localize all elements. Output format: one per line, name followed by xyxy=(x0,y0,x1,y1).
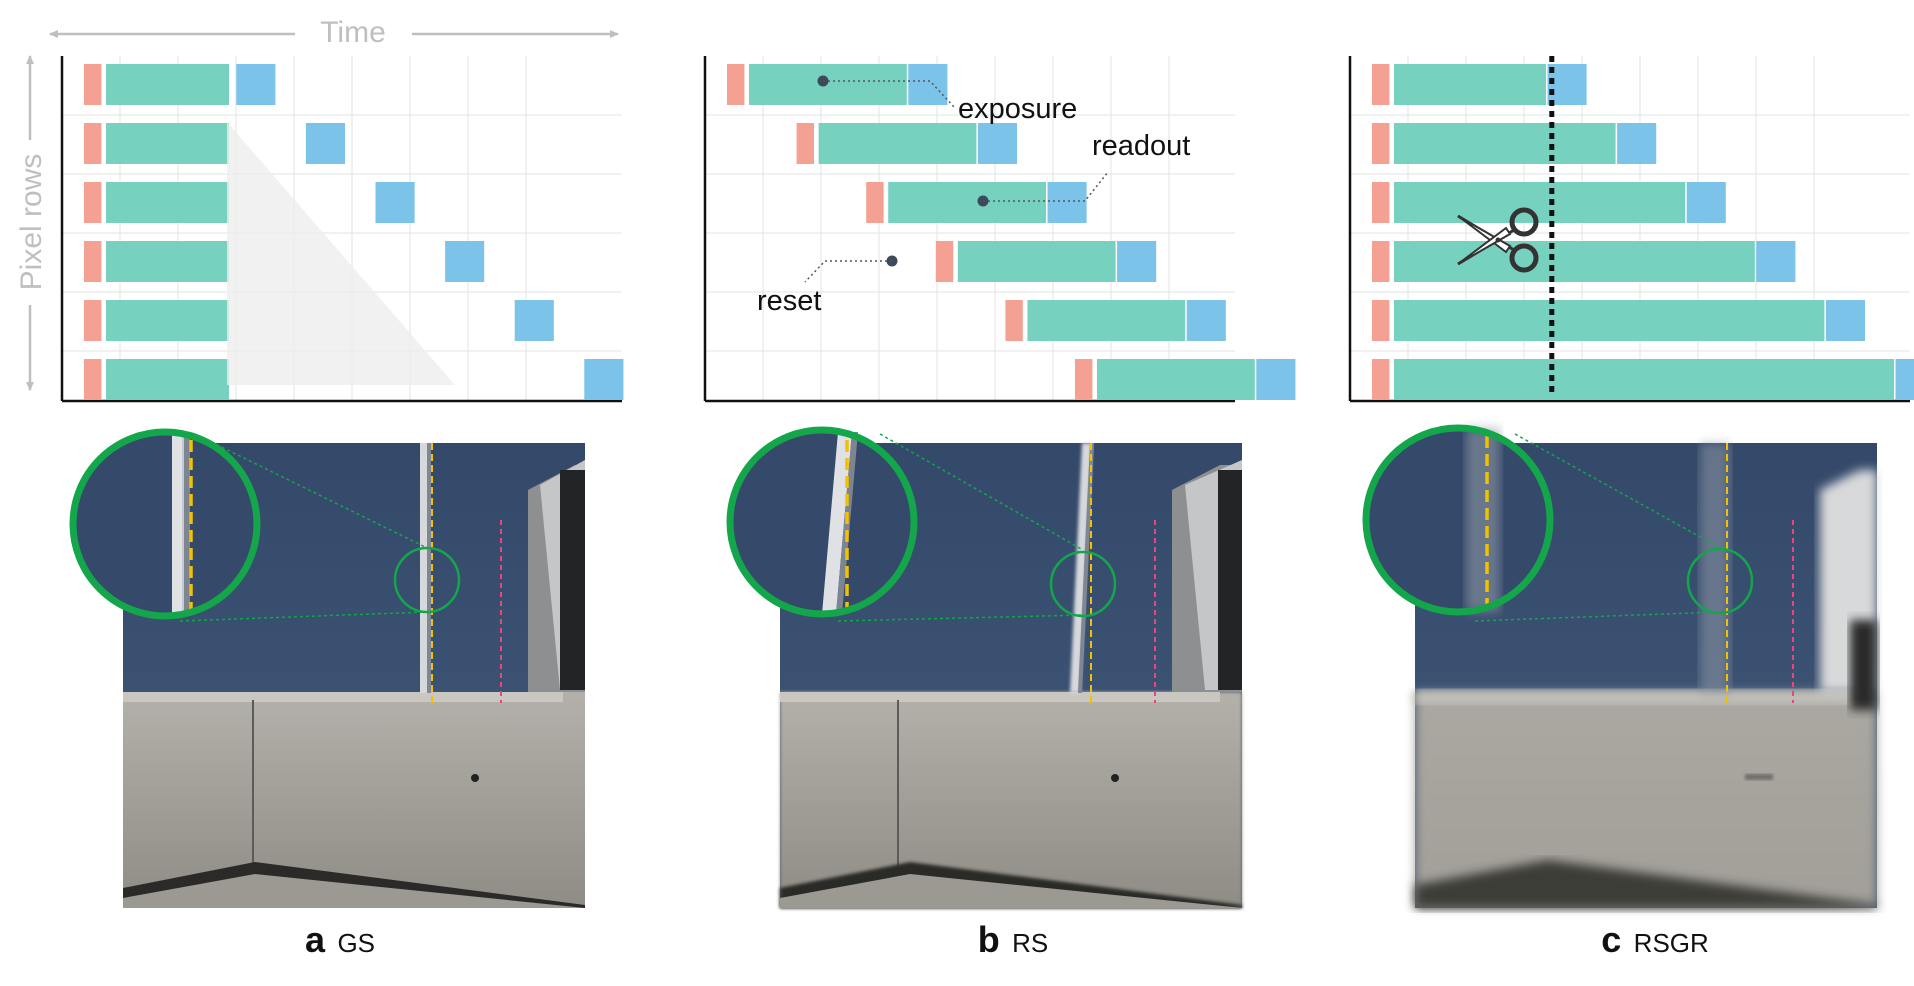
scissors-icon xyxy=(1457,207,1539,273)
readout-block xyxy=(1825,300,1865,341)
reset-block xyxy=(1372,64,1390,105)
reset-block xyxy=(84,241,102,282)
reset-block xyxy=(84,182,102,223)
readout-block xyxy=(908,64,948,105)
exposure-block xyxy=(1394,241,1755,282)
photo-rs xyxy=(726,426,1242,908)
readout-block xyxy=(305,123,345,164)
caption-a: a GS xyxy=(305,919,375,960)
time-axis-label: Time xyxy=(320,16,386,49)
exposure-block xyxy=(1394,123,1616,164)
caption-c-letter: c xyxy=(1601,919,1621,960)
gs-readout-wedge xyxy=(227,122,455,385)
exposure-block xyxy=(106,241,229,282)
caption-b: b RS xyxy=(978,919,1049,960)
readout-block xyxy=(1186,300,1226,341)
readout-block xyxy=(1117,241,1157,282)
reset-block xyxy=(935,241,954,282)
exposure-block xyxy=(1394,182,1686,223)
caption-c: c RSGR xyxy=(1601,919,1709,960)
exposure-block xyxy=(818,123,977,164)
timing-diagram-rsgr xyxy=(1348,56,1914,403)
caption-a-mode: GS xyxy=(337,928,375,958)
readout-block xyxy=(375,182,415,223)
readout-block xyxy=(977,123,1017,164)
reset-block xyxy=(866,182,884,223)
reset-block xyxy=(796,123,814,164)
reset-block xyxy=(84,64,102,105)
caption-b-mode: RS xyxy=(1012,928,1048,958)
reset-label: reset xyxy=(757,285,821,317)
exposure-label: exposure xyxy=(958,93,1077,125)
timing-diagram-rs xyxy=(703,56,1296,403)
caption-b-letter: b xyxy=(978,919,1000,960)
reset-block xyxy=(1005,300,1023,341)
reset-block xyxy=(1372,123,1390,164)
reset-block xyxy=(84,300,102,341)
reset-block xyxy=(1075,359,1093,400)
readout-block xyxy=(1686,182,1726,223)
caption-a-letter: a xyxy=(305,919,326,960)
exposure-block xyxy=(1394,359,1894,400)
readout-block xyxy=(236,64,276,105)
caption-c-mode: RSGR xyxy=(1634,928,1709,958)
exposure-block xyxy=(888,182,1046,223)
readout-block xyxy=(1756,241,1796,282)
readout-block xyxy=(1256,359,1296,400)
exposure-block xyxy=(106,300,229,341)
readout-block xyxy=(1895,359,1914,400)
exposure-block xyxy=(1394,64,1546,105)
exposure-block xyxy=(106,123,229,164)
timing-diagram-gs xyxy=(60,56,624,403)
exposure-block xyxy=(1394,300,1825,341)
exposure-block xyxy=(106,359,229,400)
exposure-block xyxy=(957,241,1116,282)
exposure-block xyxy=(106,182,229,223)
readout-label: readout xyxy=(1092,130,1190,162)
pixel-rows-axis-label: Pixel rows xyxy=(15,154,48,291)
reset-block xyxy=(84,359,102,400)
exposure-block xyxy=(1097,359,1255,400)
readout-block xyxy=(1617,123,1657,164)
reset-block xyxy=(1372,359,1390,400)
photo-rsgr xyxy=(1362,424,1877,908)
readout-block xyxy=(514,300,554,341)
reset-block xyxy=(1372,300,1390,341)
reset-block xyxy=(1372,241,1390,282)
readout-block xyxy=(584,359,624,400)
readout-block xyxy=(445,241,485,282)
photo-gs xyxy=(69,428,585,908)
exposure-block xyxy=(1027,300,1186,341)
exposure-block xyxy=(749,64,907,105)
reset-block xyxy=(727,64,745,105)
rs-annotations: exposure readout reset xyxy=(757,75,1190,317)
reset-block xyxy=(1372,182,1390,223)
exposure-block xyxy=(106,64,229,105)
reset-block xyxy=(84,123,102,164)
readout-block xyxy=(1047,182,1087,223)
